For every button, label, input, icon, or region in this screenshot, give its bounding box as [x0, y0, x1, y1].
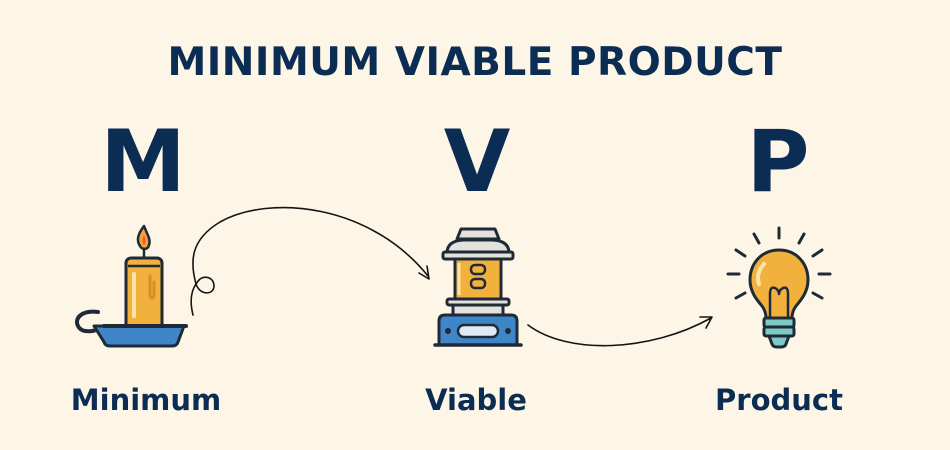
label-product: Product	[715, 383, 843, 417]
letter-v: V	[443, 112, 511, 212]
letter-p: P	[746, 112, 810, 212]
arrow-viable-to-product	[527, 317, 712, 347]
arrow-head-2	[699, 316, 713, 329]
page-title: MINIMUM VIABLE PRODUCT	[167, 40, 783, 85]
label-viable: Viable	[425, 383, 527, 417]
light-bulb-icon	[724, 226, 834, 352]
arrow-minimum-to-viable	[190, 206, 429, 316]
arrow-head-1	[418, 265, 430, 280]
label-minimum: Minimum	[70, 383, 222, 417]
candle-icon	[74, 224, 194, 356]
letter-m: M	[100, 112, 186, 212]
lantern-icon	[433, 225, 523, 355]
